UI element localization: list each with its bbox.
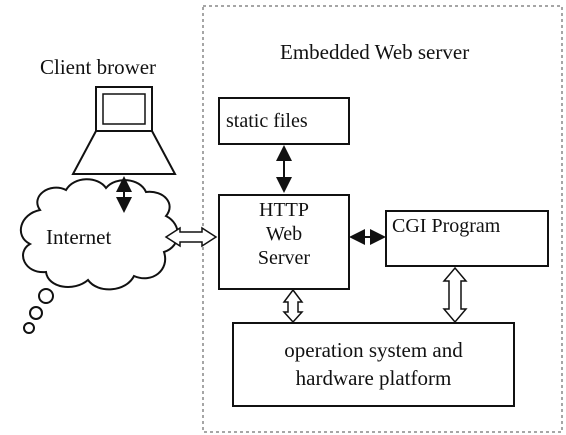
os-label-line2: hardware platform — [295, 366, 452, 390]
os-label-line1: operation system and — [284, 338, 463, 362]
cloud-icon — [19, 178, 179, 334]
static-files-label: static files — [226, 110, 308, 132]
http-label-line3: Server — [257, 247, 311, 269]
arrow-cgi-os — [442, 266, 468, 324]
os-platform-box — [232, 322, 515, 407]
internet-label: Internet — [46, 225, 112, 249]
cgi-program-label: CGI Program — [392, 215, 501, 237]
os-platform-label: operation system and hardware platform — [233, 336, 514, 392]
http-web-server-box — [218, 194, 350, 290]
http-label-line2: Web — [265, 223, 303, 245]
http-web-server-label: HTTP Web Server — [219, 198, 349, 270]
server-title: Embedded Web server — [280, 40, 470, 64]
laptop-icon — [71, 86, 177, 175]
static-files-box — [218, 97, 350, 145]
http-label-line1: HTTP — [259, 199, 309, 221]
server-boundary — [202, 5, 563, 433]
arrow-internet-http — [164, 226, 218, 248]
client-title: Client brower — [40, 55, 157, 79]
cgi-program-box — [385, 210, 549, 267]
arrow-http-os — [282, 288, 304, 324]
